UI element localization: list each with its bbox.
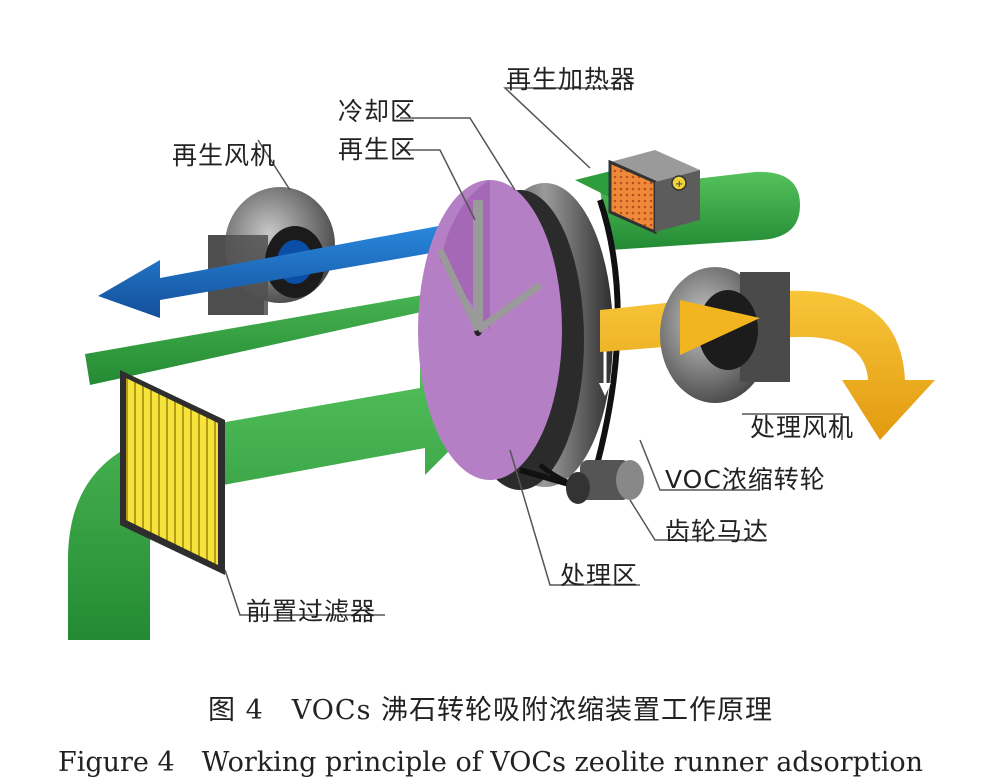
zone-separators [436, 200, 543, 333]
label-process-fan: 处理风机 [750, 413, 855, 442]
figure-caption-english: Figure 4 Working principle of VOCs zeoli… [57, 747, 924, 778]
label-regen-heater: 再生加热器 [506, 65, 637, 94]
label-process-zone: 处理区 [560, 561, 639, 590]
regen-green-band [85, 262, 520, 385]
leader-lines [224, 87, 843, 616]
prefilter [120, 370, 225, 575]
svg-text:+: + [675, 179, 683, 190]
gear-motor [566, 460, 644, 504]
voc-rotor [418, 180, 621, 494]
label-voc-rotor: VOC浓缩转轮 [665, 465, 826, 494]
heater-terminal-icon [671, 175, 687, 191]
label-cooling-zone: 冷却区 [338, 97, 417, 126]
process-inlet-air [68, 350, 500, 640]
process-fan [660, 267, 790, 403]
label-regen-fan: 再生风机 [172, 141, 277, 170]
figure-caption-chinese: 图 4 VOCs 沸石转轮吸附浓缩装置工作原理 [207, 695, 774, 726]
label-prefilter: 前置过滤器 [246, 597, 377, 626]
regen-heater: + [608, 150, 700, 235]
label-gear-motor: 齿轮马达 [665, 517, 770, 546]
label-regen-zone: 再生区 [338, 135, 417, 164]
exhaust-blue-arrow [98, 222, 460, 318]
